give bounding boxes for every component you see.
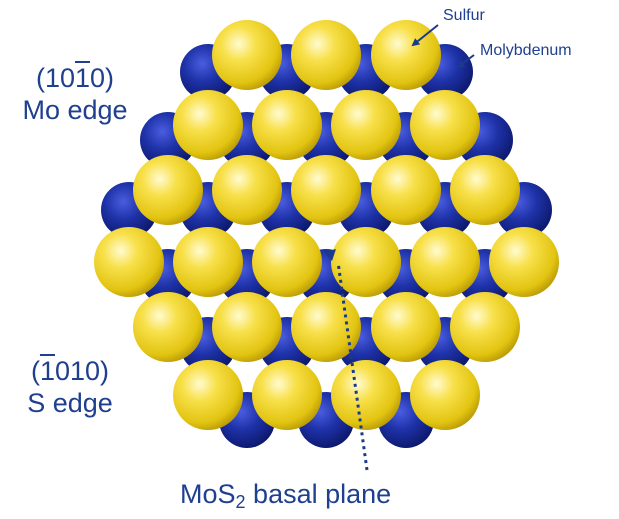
sulfur-atom: [173, 227, 243, 297]
sulfur-atom: [133, 155, 203, 225]
molybdenum-label: Molybdenum: [480, 42, 572, 59]
basal-plane-label: MoS2 basal plane: [180, 479, 392, 512]
sulfur-atom: [252, 360, 322, 430]
sulfur-label: Sulfur: [443, 7, 485, 24]
sulfur-atom: [212, 20, 282, 90]
sulfur-atom: [450, 292, 520, 362]
molybdenum-atom-layer: [101, 44, 552, 448]
s-edge-name: S edge: [27, 388, 113, 418]
sulfur-pointer-arrow: [411, 24, 439, 47]
sulfur-atom: [133, 292, 203, 362]
basal-plane-arrowhead: [324, 249, 336, 261]
s-edge-label: (1010) S edge: [0, 355, 145, 419]
molybdenum-pointer-arrow: [456, 54, 475, 69]
sulfur-atom-layer: [94, 20, 559, 430]
sulfur-atom: [252, 227, 322, 297]
mo-edge-label: (1010) Mo edge: [0, 62, 150, 126]
mo-edge-name: Mo edge: [22, 95, 128, 125]
sulfur-atom: [173, 360, 243, 430]
sulfur-atom: [371, 155, 441, 225]
sulfur-atom: [489, 227, 559, 297]
s-edge-miller-index: (1010): [30, 356, 110, 386]
annotation-arrows: [324, 24, 475, 471]
sulfur-atom: [291, 155, 361, 225]
sulfur-atom: [212, 292, 282, 362]
sulfur-atom: [331, 360, 401, 430]
sulfur-atom: [252, 90, 322, 160]
sulfur-atom: [410, 227, 480, 297]
sulfur-atom: [212, 155, 282, 225]
sulfur-atom: [331, 227, 401, 297]
sulfur-atom: [173, 90, 243, 160]
sulfur-atom: [94, 227, 164, 297]
sulfur-atom: [331, 90, 401, 160]
mo-edge-miller-index: (1010): [35, 63, 115, 93]
basal-plane-dotted-leader: [336, 261, 369, 471]
sulfur-atom: [371, 292, 441, 362]
sulfur-atom: [291, 20, 361, 90]
sulfur-atom: [450, 155, 520, 225]
sulfur-atom: [410, 360, 480, 430]
sulfur-atom: [410, 90, 480, 160]
